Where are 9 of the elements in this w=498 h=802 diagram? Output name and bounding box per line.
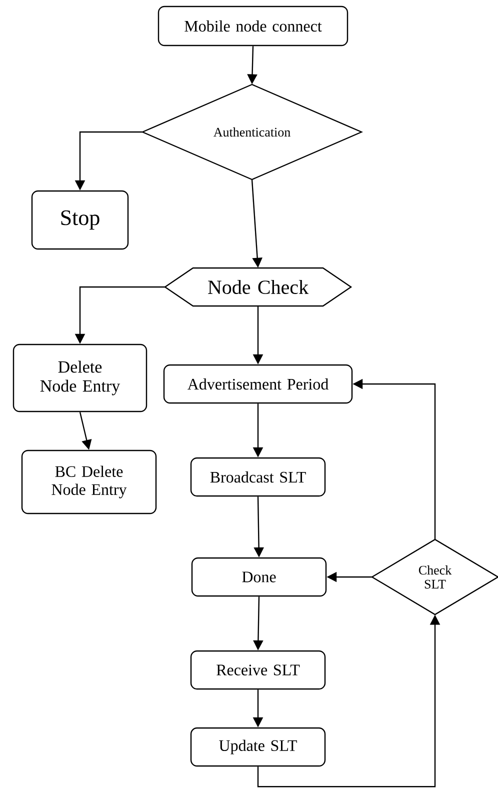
process-box: Update SLT	[190, 727, 326, 767]
process-box: Stop	[31, 190, 129, 250]
process-box: Mobile node connect	[158, 6, 348, 46]
process-box: Broadcast SLT	[190, 457, 326, 497]
process-box: Advertisement Period	[163, 364, 353, 404]
process-box: Done	[191, 557, 327, 597]
process-box: BC Delete Node Entry	[21, 450, 157, 514]
process-box: Delete Node Entry	[12, 344, 148, 412]
process-box: Receive SLT	[190, 650, 326, 690]
